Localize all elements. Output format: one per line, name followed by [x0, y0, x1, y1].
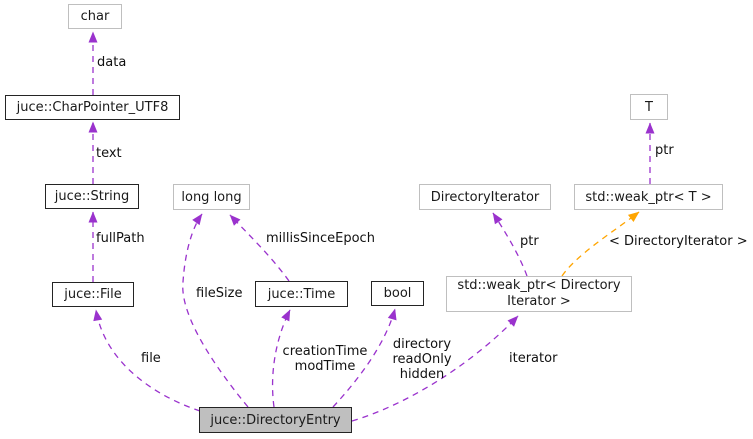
node-std-weak-ptr-t: std::weak_ptr< T > — [574, 184, 723, 210]
node-bool[interactable]: bool — [371, 281, 424, 306]
edge-label-data: data — [97, 55, 127, 70]
node-std-weak-ptr-directory-iterator-line1: std::weak_ptr< Directory — [457, 278, 621, 293]
node-juce-directoryentry: juce::DirectoryEntry — [199, 407, 352, 433]
edge-label-filesize: fileSize — [196, 286, 243, 301]
edge-label-modtime: modTime — [294, 359, 356, 374]
edge-label-ptr-directoryiterator: ptr — [520, 234, 539, 249]
edge-label-hidden: hidden — [399, 367, 445, 382]
node-juce-time[interactable]: juce::Time — [255, 281, 348, 307]
edge-label-text: text — [96, 146, 122, 161]
node-char: char — [68, 4, 122, 29]
node-std-weak-ptr-directory-iterator-line2: Iterator > — [507, 294, 571, 309]
node-t: T — [630, 94, 668, 120]
edge-label-fullpath: fullPath — [96, 231, 145, 246]
node-std-weak-ptr-directory-iterator: std::weak_ptr< Directory Iterator > — [446, 276, 632, 312]
edge-label-iterator: iterator — [509, 351, 558, 366]
edge-label-creationtime-modtime: creationTime modTime — [268, 344, 382, 374]
edge-label-template-directoryiterator: < DirectoryIterator > — [609, 234, 748, 249]
edge-label-creationtime: creationTime — [282, 344, 368, 359]
node-juce-charpointer-utf8[interactable]: juce::CharPointer_UTF8 — [5, 95, 180, 120]
node-long-long: long long — [173, 184, 250, 210]
edge-label-directory: directory — [392, 337, 452, 352]
node-directoryiterator: DirectoryIterator — [419, 184, 551, 210]
edge-label-ptr-t: ptr — [655, 143, 674, 158]
edge-time-to-longlong-millis — [229, 214, 290, 282]
edge-directoryentry-to-longlong-filesize — [182, 213, 249, 408]
node-juce-file[interactable]: juce::File — [52, 282, 134, 307]
edge-label-file: file — [141, 351, 161, 366]
edge-label-directory-readonly-hidden: directory readOnly hidden — [384, 337, 460, 382]
edge-label-millissinceepoch: millisSinceEpoch — [266, 231, 375, 246]
edge-label-readonly: readOnly — [392, 352, 452, 367]
node-juce-string[interactable]: juce::String — [45, 184, 139, 209]
